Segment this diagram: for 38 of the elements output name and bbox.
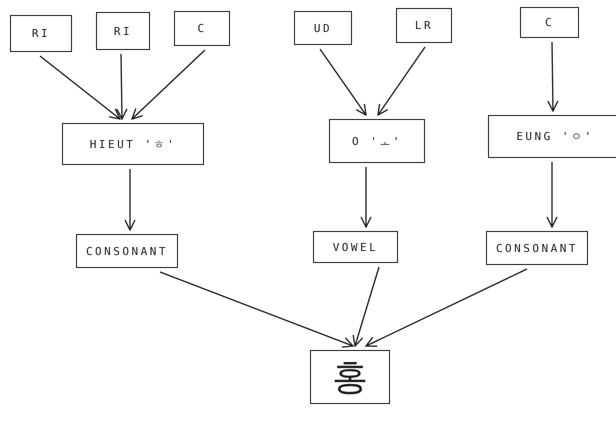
label-box [174, 11, 230, 46]
box-label: C [544, 16, 554, 29]
label-box [520, 7, 579, 38]
box-label: CONSONANT [86, 244, 168, 258]
label-box [294, 11, 352, 45]
arrow [377, 46, 426, 116]
arrow [160, 271, 354, 348]
arrow [360, 167, 372, 228]
box-label: UD [314, 22, 332, 34]
arrow [131, 50, 206, 120]
arrow [547, 42, 558, 112]
box-label: LR [414, 19, 434, 32]
label-box [62, 123, 204, 165]
arrow [319, 48, 367, 116]
label-box [486, 231, 588, 265]
arrow [352, 266, 380, 347]
arrow [124, 169, 136, 231]
syllable-box [310, 350, 390, 404]
box-label: HIEUT 'ㅎ' [90, 136, 176, 152]
arrow [116, 54, 128, 120]
box-label: RI [114, 24, 132, 38]
label-box [396, 8, 452, 43]
box-label: CONSONANT [496, 242, 578, 254]
label-box [329, 119, 425, 163]
box-label: RI [32, 27, 50, 40]
label-box [313, 231, 398, 263]
arrow [40, 55, 121, 120]
box-label: O 'ㅗ' [352, 134, 402, 148]
arrow [546, 162, 558, 228]
label-box [488, 115, 616, 158]
label-box [76, 234, 178, 268]
syllable-text: 홍 [332, 356, 368, 400]
arrow [365, 268, 528, 347]
box-label: EUNG 'ㅇ' [516, 129, 594, 144]
label-box [96, 12, 150, 50]
box-label: C [197, 22, 207, 35]
box-label: VOWEL [332, 240, 378, 254]
label-box [10, 15, 72, 52]
